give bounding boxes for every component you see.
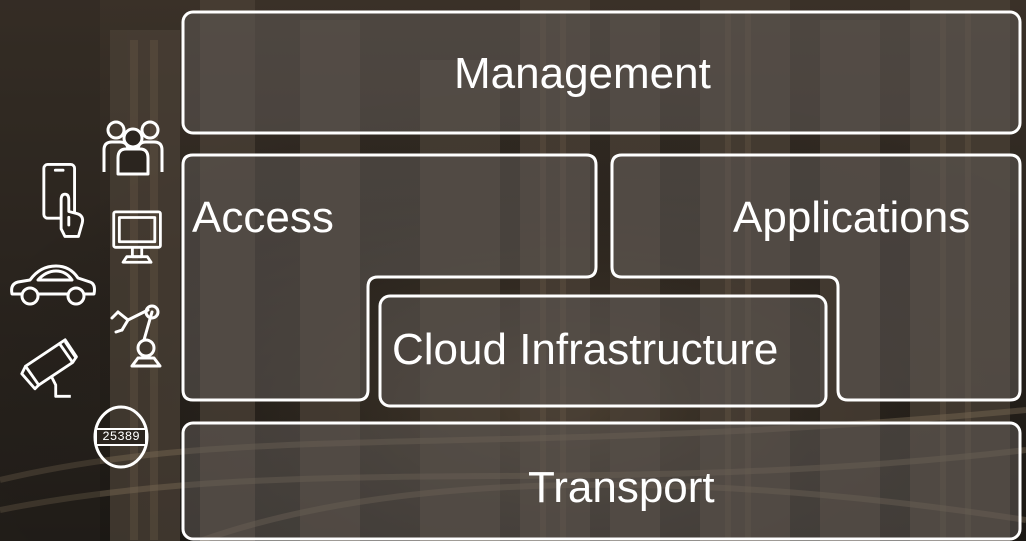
applications-label: Applications [733, 193, 971, 242]
robot-arm-icon [110, 304, 162, 368]
applications-box [610, 153, 1022, 402]
car-icon [10, 264, 96, 306]
transport-label: Transport [528, 463, 715, 512]
meter-reading: 25389 [102, 430, 140, 444]
management-box [181, 10, 1022, 135]
cloud-infrastructure-label: Cloud Infrastructure [392, 325, 779, 374]
cloud-infrastructure-box [378, 294, 828, 408]
access-box [181, 153, 598, 402]
monitor-icon [112, 210, 162, 264]
tablet-touch-icon [42, 163, 85, 238]
people-icon [102, 120, 164, 176]
meter-icon: 25389 [92, 405, 150, 469]
management-label: Management [454, 49, 711, 98]
security-camera-icon [20, 338, 78, 398]
transport-box [181, 421, 1022, 541]
access-label: Access [192, 193, 334, 242]
